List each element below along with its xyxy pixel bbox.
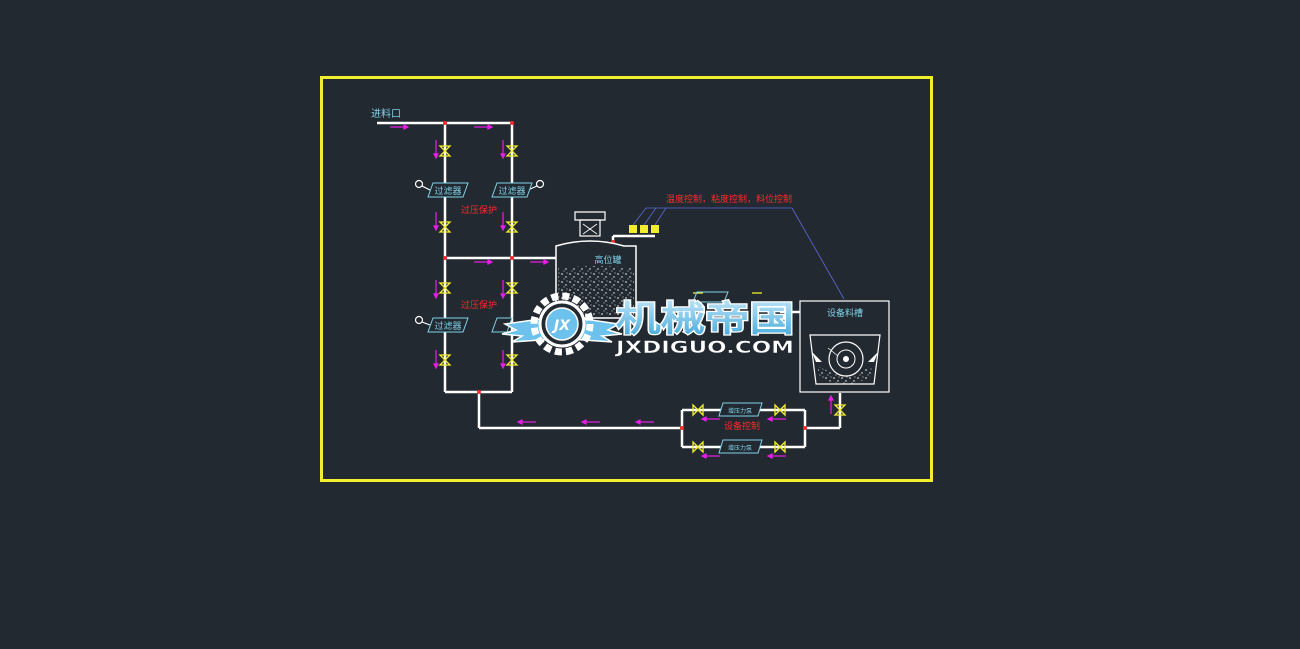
watermark-logo: JX 机械帝国 JXDIGUO.COM [501, 292, 795, 358]
sensor-icon [629, 225, 637, 233]
valve-icon [692, 403, 704, 417]
valve-icon [505, 221, 519, 233]
pump-1: 增压力泵 [718, 402, 763, 417]
pump-label: 增压力泵 [728, 407, 752, 415]
filter-icon [427, 182, 469, 198]
equipment-label: 设备料槽 [827, 307, 863, 319]
flow-arrow [766, 453, 786, 459]
sensor-icon [651, 225, 659, 233]
pressure-gauge-icon [414, 179, 424, 189]
drawing-frame [320, 76, 933, 482]
filter-2: 过滤器 [491, 182, 533, 198]
valve-icon [505, 282, 519, 294]
watermark-badge: JX [551, 318, 571, 334]
flow-arrow [500, 280, 506, 300]
flow-arrow [516, 419, 536, 425]
valve-icon [833, 404, 847, 416]
filter-label: 过滤器 [434, 185, 461, 197]
pump-2: 增压力泵 [718, 439, 763, 454]
pump-label: 增压力泵 [728, 444, 752, 452]
gear-icon [530, 292, 594, 356]
valves [438, 145, 847, 454]
flow-arrows [390, 124, 834, 459]
pump-icon [718, 402, 763, 417]
overpressure-label-1: 过压保护 [461, 204, 497, 216]
valve-icon [505, 145, 519, 157]
flow-arrow [433, 212, 439, 232]
booster-pumps: 增压力泵 增压力泵 设备控制 [718, 402, 763, 454]
equipment-trough: 设备料槽 [799, 300, 890, 393]
filter-label: 过滤器 [434, 320, 461, 332]
valve-icon [692, 440, 704, 454]
watermark-url: JXDIGUO.COM [615, 338, 794, 358]
flow-arrow [433, 350, 439, 370]
pump-icon [718, 439, 763, 454]
control-note: 温度控制，粘度控制，料位控制 [666, 193, 792, 205]
control-sensors [629, 207, 845, 300]
tank-label: 高位罐 [594, 254, 621, 266]
filter-1: 过滤器 [427, 182, 469, 198]
flow-arrow [828, 394, 834, 414]
valve-icon [438, 354, 452, 366]
sensor-icon [640, 225, 648, 233]
flow-arrow [500, 140, 506, 160]
flow-arrow [500, 212, 506, 232]
filter-icon [491, 182, 533, 198]
device-control-label: 设备控制 [724, 420, 760, 432]
filter-3: 过滤器 [427, 317, 469, 333]
overpressure-label-2: 过压保护 [461, 299, 497, 311]
valve-icon [505, 354, 519, 366]
flow-arrow [474, 259, 494, 265]
flow-arrow [500, 350, 506, 370]
valve-icon [438, 221, 452, 233]
valve-icon [438, 145, 452, 157]
filters: 过滤器 过滤器 过滤器 [427, 182, 533, 333]
flow-arrow [474, 124, 494, 130]
pressure-gauge-icon [414, 315, 424, 325]
flow-arrow [766, 416, 786, 422]
valve-icon [438, 282, 452, 294]
filter-label: 过滤器 [498, 185, 525, 197]
flow-arrow [390, 124, 410, 130]
flow-arrow [530, 259, 550, 265]
flow-arrow [433, 140, 439, 160]
gauges [414, 179, 545, 326]
tank-hatch-icon [574, 211, 606, 221]
valve-icon [774, 440, 786, 454]
flow-arrow [634, 419, 654, 425]
inlet-label: 进料口 [371, 107, 401, 120]
flow-arrow [700, 416, 720, 422]
watermark-cn: 机械帝国 [616, 300, 794, 340]
flow-arrow [700, 453, 720, 459]
pressure-gauge-icon [535, 179, 545, 189]
flow-arrow [580, 419, 600, 425]
filter-icon [427, 317, 469, 333]
valve-icon [774, 403, 786, 417]
flow-arrow [433, 280, 439, 300]
